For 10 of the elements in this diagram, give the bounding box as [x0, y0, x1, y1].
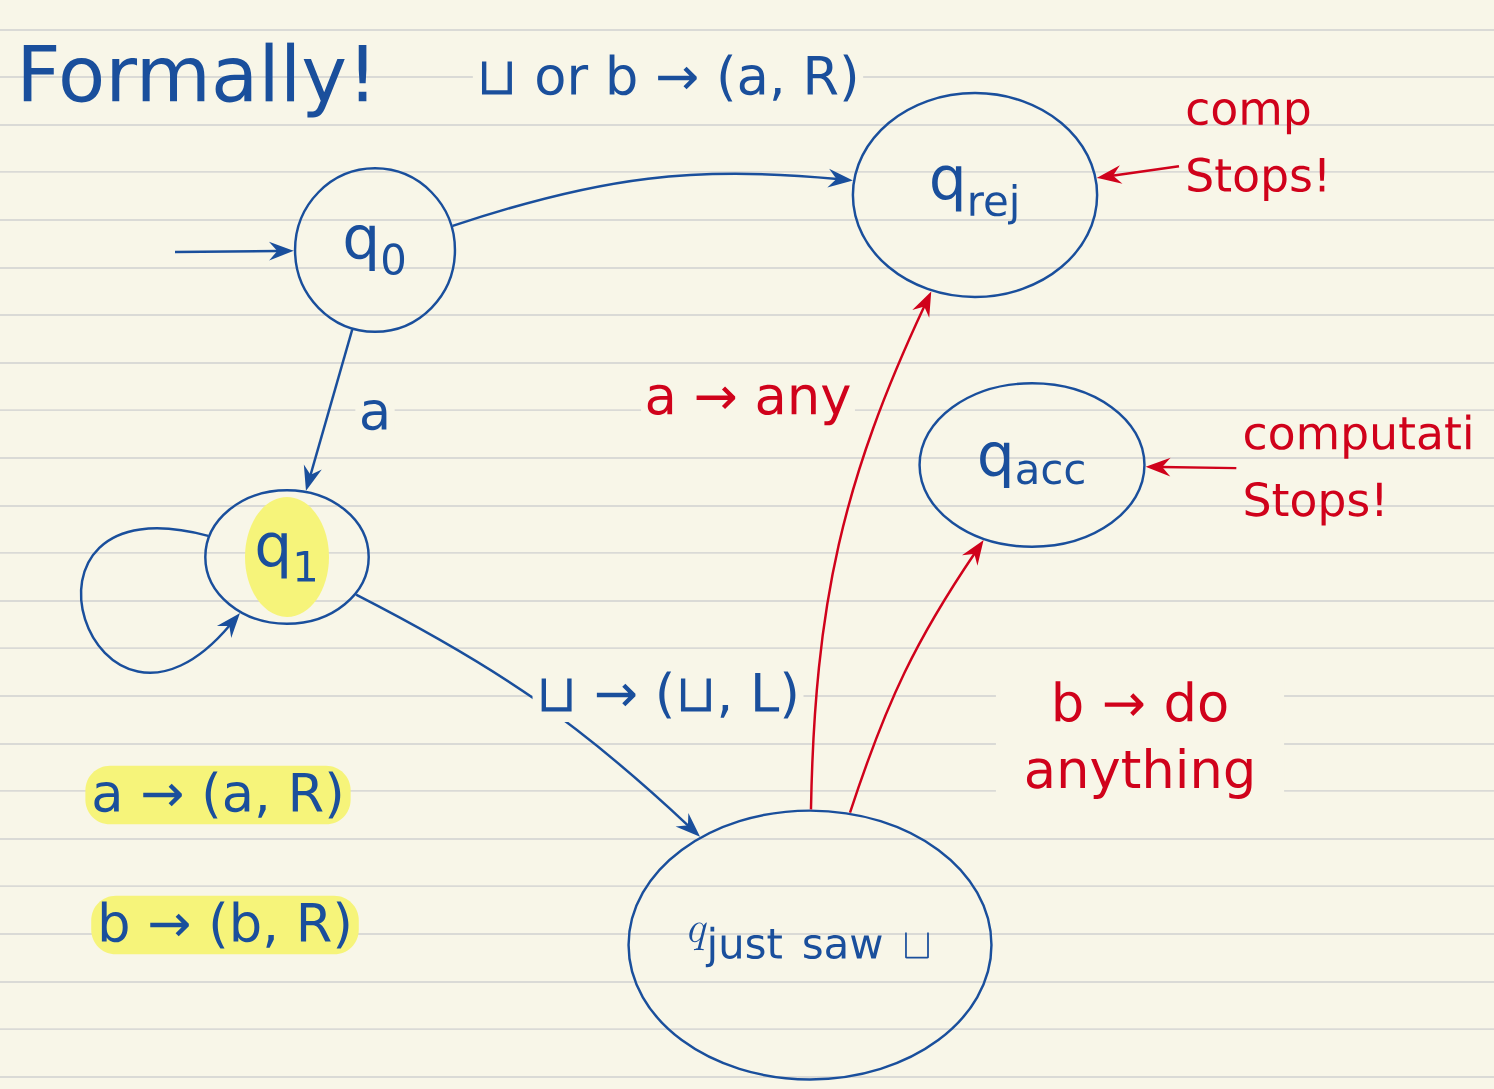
edge-label: ⊔ → (⊔, L) — [532, 668, 804, 722]
title: Formally! — [23, 42, 367, 118]
edge-label: b → do anything — [995, 677, 1285, 803]
edge-label: a → any — [641, 381, 855, 429]
edge-label: ⊔ or b → (a, R) — [472, 51, 864, 105]
transition-label: a → (a, R) — [85, 765, 351, 825]
edge-label: a — [355, 396, 395, 434]
annotation-text: comp Stops! — [1187, 99, 1325, 201]
annotation-text: computati Stops! — [1245, 414, 1471, 526]
transition-label: b → (b, R) — [91, 895, 359, 955]
